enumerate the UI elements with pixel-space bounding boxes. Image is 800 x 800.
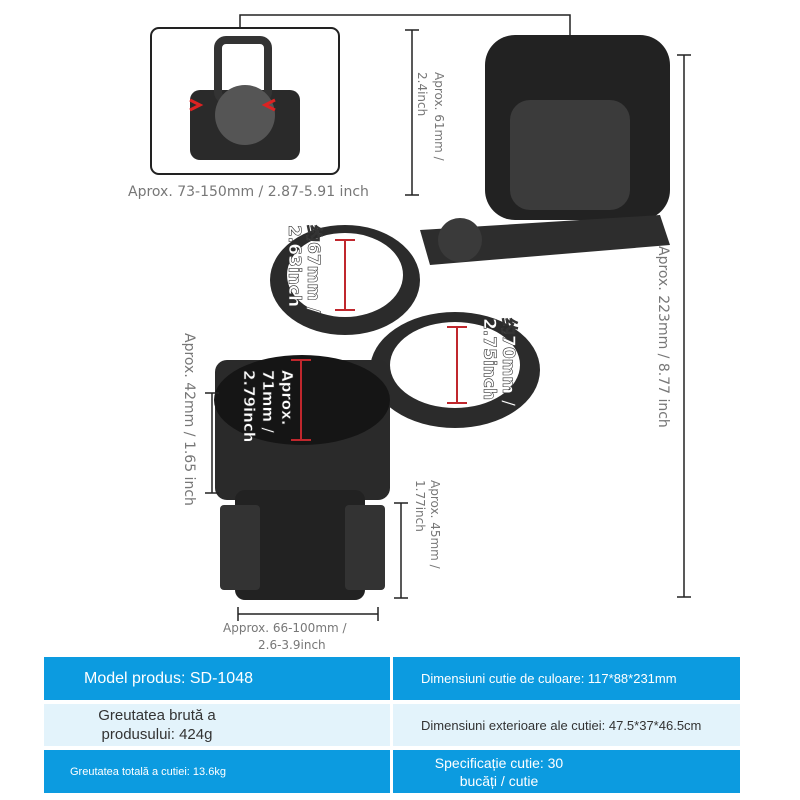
cup-depth-label: Aprox. 42mm / 1.65 inch: [181, 333, 197, 506]
cup-diameter-label: Aprox. 71mm / 2.79inch: [240, 370, 297, 443]
small-ring-label: 约67mm / 2.63inch: [284, 225, 324, 314]
base: [235, 490, 365, 600]
base-width-label-1: Approx. 66-100mm /: [223, 621, 347, 635]
base-width-label-2: 2.6-3.9inch: [258, 638, 326, 652]
spec-gross-weight: Greutatea brută a produsului: 424g: [44, 704, 390, 746]
spec-total-weight: Greutatea totală a cutiei: 13.6kg: [44, 750, 390, 793]
spec-color-box: Dimensiuni cutie de culoare: 117*88*231m…: [393, 657, 740, 700]
large-ring-label: 约70mm / 2.75inch: [479, 318, 519, 407]
spec-model: Model produs: SD-1048: [44, 657, 390, 700]
holder-grip-label: Aprox. 73-150mm / 2.87-5.91 inch: [128, 184, 369, 200]
total-height-label: Aprox. 223mm / 8.77 inch: [655, 246, 671, 428]
base-height-label: Aprox. 45mm / 1.77inch: [413, 480, 442, 569]
holder-height-label: Aprox. 61mm / 2.4inch: [415, 72, 446, 161]
spec-box-spec: Specificație cutie: 30 bucăți / cutie: [393, 750, 740, 793]
spec-outer-box: Dimensiuni exterioare ale cutiei: 47.5*3…: [393, 704, 740, 746]
